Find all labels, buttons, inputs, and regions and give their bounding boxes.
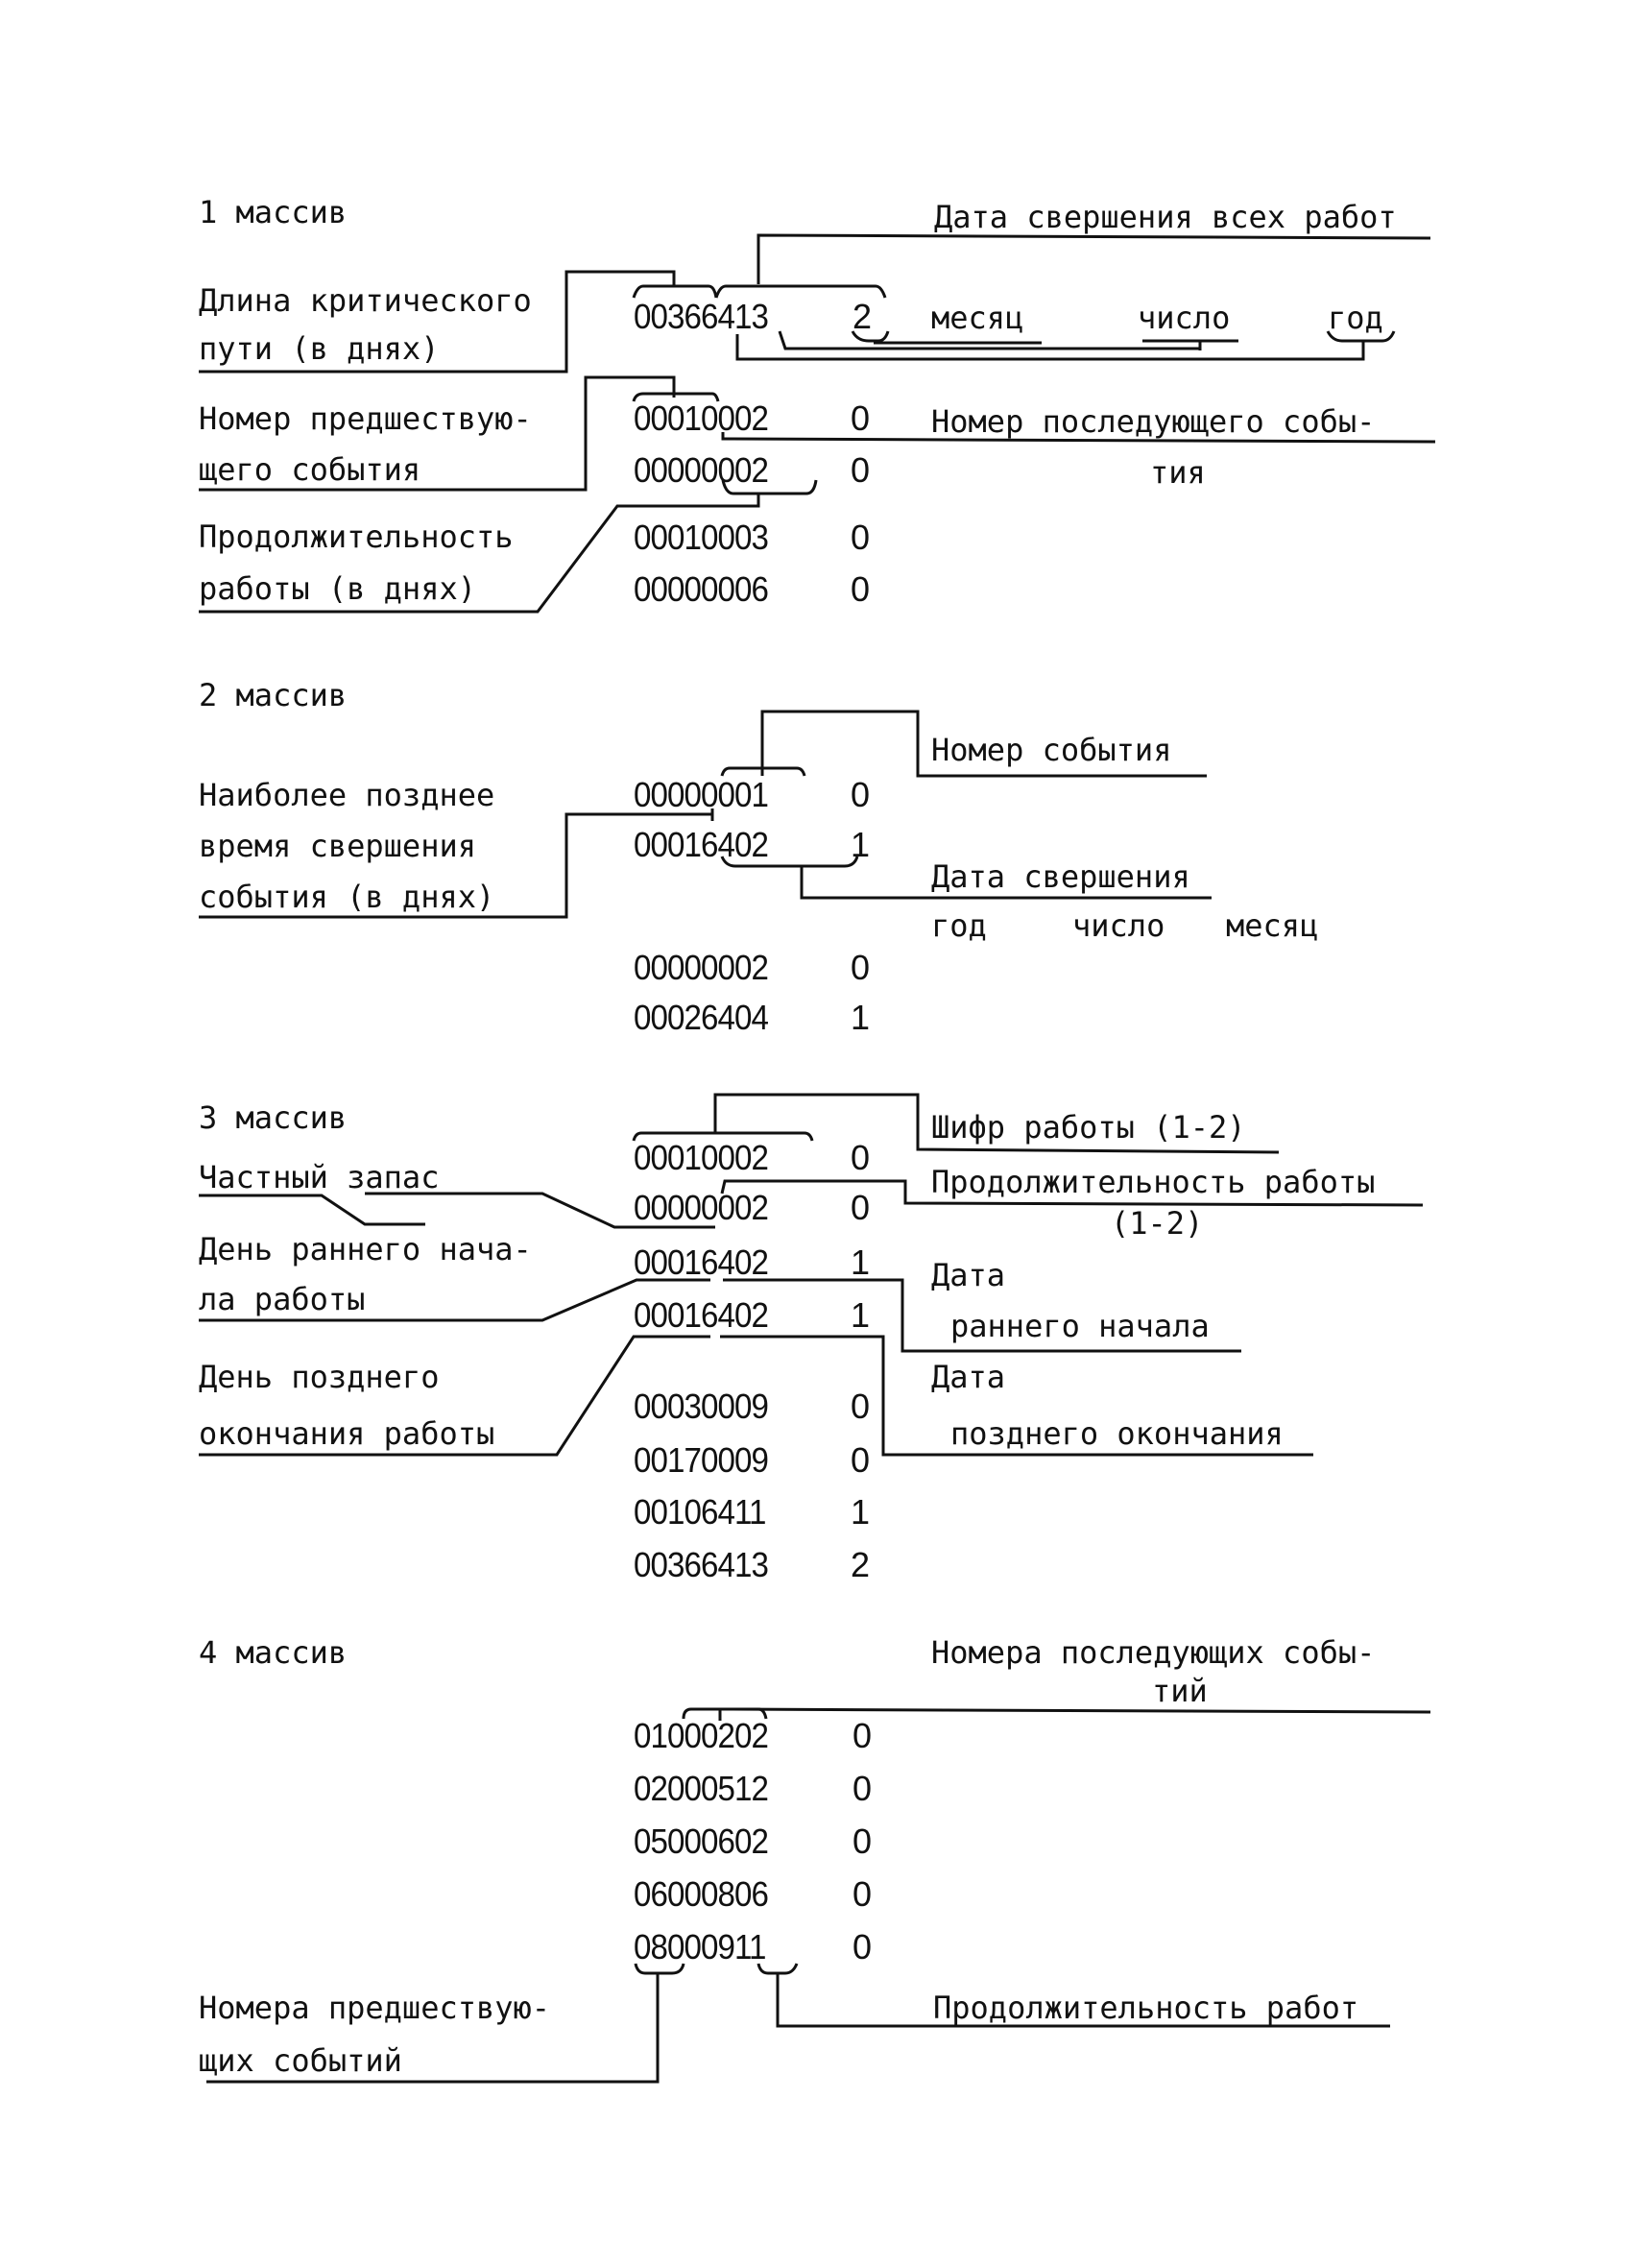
section-3-title: 3 массив: [199, 1099, 348, 1136]
label-day-2: число: [1072, 907, 1165, 944]
s3-row-3-flag: 1: [851, 1243, 871, 1282]
s3-row-2-flag: 0: [851, 1188, 871, 1227]
s1-row-5-code: 00000006: [634, 569, 769, 609]
label-late-finish-day-line2: окончания работы: [199, 1415, 495, 1452]
s1-row-5-flag: 0: [851, 569, 871, 609]
s3-row-3-code: 00016402: [634, 1243, 769, 1282]
label-prev-event-line2: щего события: [199, 451, 421, 488]
s3-row-4-flag: 1: [851, 1295, 871, 1335]
label-event-date: Дата свершения: [931, 858, 1190, 895]
s3-row-7-flag: 1: [851, 1492, 871, 1532]
label-early-start-date-line2: раннего начала: [950, 1308, 1210, 1344]
label-latest-time-line3: события (в днях): [199, 879, 495, 915]
label-month-2: месяц: [1226, 907, 1319, 944]
label-prev-events-line2: щих событий: [199, 2042, 402, 2079]
label-early-start-day-line1: День раннего нача-: [199, 1231, 532, 1267]
s3-row-2-code: 00000002: [634, 1188, 769, 1227]
s4-row-3-flag: 0: [853, 1822, 873, 1861]
label-critical-path-line1: Длина критического: [199, 282, 532, 319]
s4-row-3-code: 05000602: [634, 1822, 769, 1861]
label-latest-time-line1: Наиболее позднее: [199, 777, 495, 813]
s2-row-1-code: 00000001: [634, 775, 769, 814]
label-day: число: [1138, 300, 1231, 336]
label-durations: Продолжительность работ: [933, 1990, 1359, 2026]
s2-row-2-code: 00016402: [634, 825, 769, 864]
s4-row-2-flag: 0: [853, 1769, 873, 1808]
s4-row-5-flag: 0: [853, 1927, 873, 1966]
s2-row-4-flag: 1: [851, 998, 871, 1037]
s4-row-5-code: 08000911: [634, 1927, 766, 1966]
s2-row-1-flag: 0: [851, 775, 871, 814]
s4-row-4-code: 06000806: [634, 1874, 769, 1914]
label-latest-time-line2: время свершения: [199, 828, 476, 864]
s3-row-1-code: 00010002: [634, 1138, 769, 1177]
label-early-start-day-line2: ла работы: [199, 1281, 366, 1317]
label-next-event-line2: тия: [1150, 454, 1206, 491]
label-duration-line1: Продолжительность: [199, 519, 514, 555]
s3-row-1-flag: 0: [851, 1138, 871, 1177]
underline-next-events: [718, 1707, 1431, 1721]
s4-row-1-code: 01000202: [634, 1716, 769, 1755]
label-year: год: [1328, 300, 1383, 336]
s2-row-4-code: 00026404: [634, 998, 769, 1037]
label-duration-line2: работы (в днях): [199, 570, 476, 607]
s4-row-1-flag: 0: [853, 1716, 873, 1755]
s2-row-2-flag: 1: [851, 825, 871, 864]
s3-row-7-code: 00106411: [634, 1492, 766, 1532]
s4-row-2-code: 02000512: [634, 1769, 769, 1808]
label-late-finish-date-line2: позднего окончания: [950, 1415, 1284, 1452]
s3-row-5-flag: 0: [851, 1387, 871, 1426]
label-critical-path-line2: пути (в днях): [199, 330, 440, 367]
label-early-start-date-line1: Дата: [931, 1257, 1006, 1293]
s3-row-5-code: 00030009: [634, 1387, 769, 1426]
s3-row-8-flag: 2: [851, 1545, 871, 1584]
label-next-event-line1: Номер последующего собы-: [931, 403, 1376, 440]
s1-row-1-code: 00366413: [634, 297, 769, 336]
s1-row-4-code: 00010003: [634, 518, 769, 557]
label-completion-date: Дата свершения всех работ: [934, 199, 1397, 235]
label-float: Частный запас: [199, 1159, 440, 1195]
section-4-title: 4 массив: [199, 1634, 348, 1671]
s3-row-6-code: 00170009: [634, 1440, 769, 1480]
section-2-title: 2 массив: [199, 677, 348, 713]
section-1-title: 1 массив: [199, 194, 348, 230]
label-late-finish-date-line1: Дата: [931, 1359, 1006, 1395]
s1-row-3-flag: 0: [851, 450, 871, 490]
label-late-finish-day-line1: День позднего: [199, 1359, 440, 1395]
underline-completion-date: [756, 233, 1431, 284]
label-month: месяц: [931, 300, 1024, 336]
label-next-events-line1: Номера последующих собы-: [931, 1634, 1376, 1671]
label-work-code: Шифр работы (1-2): [931, 1109, 1246, 1146]
connector-year: [735, 334, 1365, 361]
label-prev-events-line1: Номера предшествую-: [199, 1990, 551, 2026]
s3-row-6-flag: 0: [851, 1440, 871, 1480]
label-event-number: Номер события: [931, 732, 1172, 768]
label-year-2: год: [931, 907, 987, 944]
s1-row-4-flag: 0: [851, 518, 871, 557]
s3-row-4-code: 00016402: [634, 1295, 769, 1335]
label-next-events-line2: тий: [1152, 1673, 1208, 1709]
s2-row-3-code: 00000002: [634, 948, 769, 987]
connector-float: [199, 1194, 425, 1226]
s1-row-1-flag: 2: [853, 297, 873, 336]
label-prev-event-line1: Номер предшествую-: [199, 400, 532, 437]
label-work-duration-line1: Продолжительность работы: [931, 1164, 1376, 1200]
s4-row-4-flag: 0: [853, 1874, 873, 1914]
s1-row-2-flag: 0: [851, 398, 871, 438]
s3-row-8-code: 00366413: [634, 1545, 769, 1584]
s2-row-3-flag: 0: [851, 948, 871, 987]
s1-row-3-code: 00000002: [634, 450, 769, 490]
label-work-duration-line2: (1-2): [1111, 1205, 1204, 1242]
s1-row-2-code: 00010002: [634, 398, 769, 438]
